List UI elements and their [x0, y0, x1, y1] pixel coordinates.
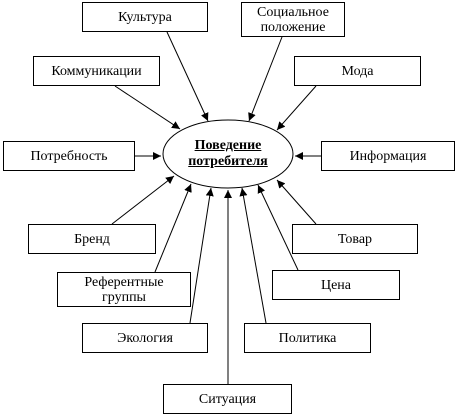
factor-politics: Политика [244, 323, 371, 353]
factor-reference-groups: Референтные группы [57, 272, 191, 307]
arrow-social-status [248, 36, 283, 122]
factor-social-status: Социальное положение [241, 2, 345, 37]
factor-fashion: Мода [294, 56, 421, 86]
arrow-product [276, 179, 317, 225]
factor-ecology: Экология [82, 323, 208, 353]
factor-situation: Ситуация [163, 384, 292, 414]
arrow-communications [114, 85, 181, 130]
factor-brand: Бренд [28, 224, 156, 254]
factor-product: Товар [292, 224, 418, 254]
arrow-ecology [189, 187, 214, 324]
center-label: Поведение потребителя [188, 138, 268, 169]
arrow-reference-groups [154, 183, 192, 273]
factor-need: Потребность [3, 141, 135, 171]
arrow-culture [166, 31, 209, 122]
arrow-fashion [276, 85, 317, 131]
factor-culture: Культура [82, 2, 208, 32]
arrow-price [257, 184, 299, 271]
center-ellipse [162, 119, 294, 189]
arrow-politics [239, 187, 267, 324]
arrow-brand [111, 175, 175, 225]
factor-information: Информация [321, 141, 455, 171]
factor-communications: Коммуникации [33, 56, 160, 86]
factor-price: Цена [272, 270, 400, 300]
